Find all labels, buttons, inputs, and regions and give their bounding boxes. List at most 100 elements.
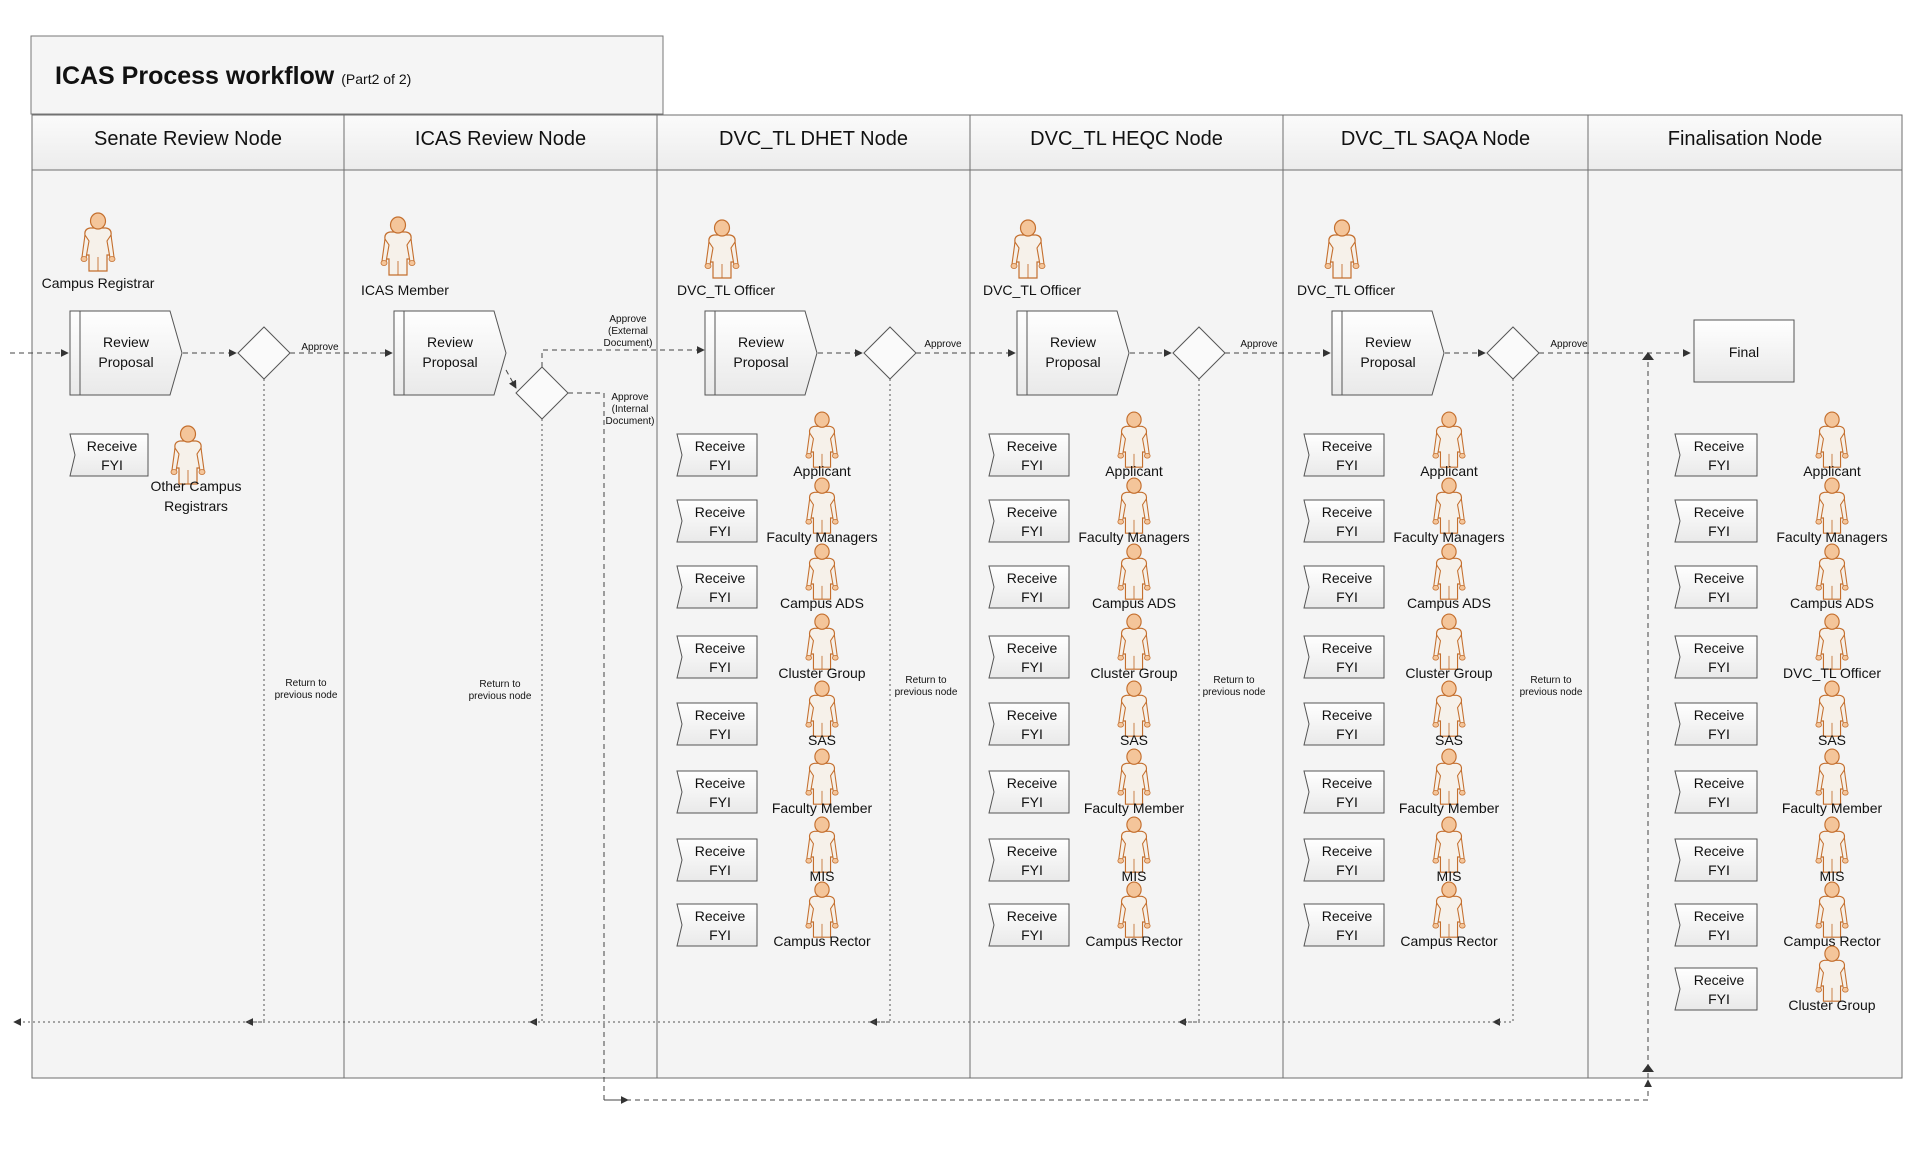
person-hand xyxy=(832,519,839,525)
person-hand xyxy=(1459,722,1466,728)
person-hand xyxy=(832,722,839,728)
person-head xyxy=(1441,477,1457,494)
approve-label: Approve xyxy=(924,339,962,350)
person-head xyxy=(1824,748,1840,765)
person-head xyxy=(814,680,830,697)
actor-label: Cluster Group xyxy=(778,665,865,681)
person-hand xyxy=(1459,923,1466,929)
task-shape xyxy=(988,635,1070,679)
person-icon xyxy=(80,212,116,272)
person-head xyxy=(1824,411,1840,428)
person-icon xyxy=(805,748,839,805)
person-icon xyxy=(1815,680,1849,737)
person-head xyxy=(1824,543,1840,560)
person-hand xyxy=(1815,722,1822,728)
final-label: Final xyxy=(1729,344,1759,360)
actor-label: MIS xyxy=(810,868,835,884)
person-icon xyxy=(1117,477,1151,534)
actor-label: Campus Rector xyxy=(773,933,871,949)
final-task xyxy=(1693,319,1795,383)
person-head xyxy=(1126,881,1142,898)
person-icon xyxy=(1117,543,1151,600)
person-icon xyxy=(1432,748,1466,805)
person-head xyxy=(814,411,830,428)
person-head xyxy=(1126,680,1142,697)
person-body xyxy=(1435,762,1463,805)
person-hand xyxy=(805,655,812,661)
person-hand xyxy=(1842,519,1849,525)
person-hand xyxy=(1432,655,1439,661)
person-body xyxy=(808,762,836,805)
person-icon xyxy=(1815,881,1849,938)
person-head xyxy=(1333,219,1351,237)
person-hand xyxy=(1144,923,1151,929)
actor-label: MIS xyxy=(1122,868,1147,884)
decision-gateway xyxy=(863,326,917,380)
lane-header xyxy=(1587,114,1903,171)
person-body xyxy=(1818,491,1846,534)
task-shape xyxy=(676,635,758,679)
person-hand xyxy=(1842,585,1849,591)
person-body xyxy=(1818,425,1846,468)
actor-label: Applicant xyxy=(1420,463,1478,479)
person-head xyxy=(1126,543,1142,560)
person-head xyxy=(1126,613,1142,630)
person-icon xyxy=(1815,613,1849,670)
person-hand xyxy=(1815,987,1822,993)
task-shape xyxy=(1331,310,1445,396)
actor-label: SAS xyxy=(808,732,836,748)
person-body xyxy=(1435,895,1463,938)
person-head xyxy=(1441,881,1457,898)
person-hand xyxy=(1432,519,1439,525)
person-hand xyxy=(805,453,812,459)
person-body xyxy=(1435,830,1463,873)
person-head xyxy=(1126,411,1142,428)
actor-label: Applicant xyxy=(793,463,851,479)
person-hand xyxy=(1459,453,1466,459)
person-hand xyxy=(1459,858,1466,864)
task-shape xyxy=(1016,310,1130,396)
person-body xyxy=(808,694,836,737)
actor-label: Applicant xyxy=(1105,463,1163,479)
task-shape xyxy=(988,433,1070,477)
actor-label: Faculty Managers xyxy=(1078,529,1189,545)
actor-label: Faculty Member xyxy=(1399,800,1500,816)
person-icon xyxy=(1432,816,1466,873)
person-hand xyxy=(1144,790,1151,796)
person-hand xyxy=(1842,923,1849,929)
task-shape xyxy=(704,310,818,396)
task-shape xyxy=(1303,702,1385,746)
person-hand xyxy=(1815,519,1822,525)
person-icon xyxy=(1117,748,1151,805)
actor-label: DVC_TL Officer xyxy=(1783,665,1881,681)
return-flow xyxy=(1178,379,1200,1026)
person-head xyxy=(1441,748,1457,765)
task-shape xyxy=(676,702,758,746)
task-shape xyxy=(676,565,758,609)
